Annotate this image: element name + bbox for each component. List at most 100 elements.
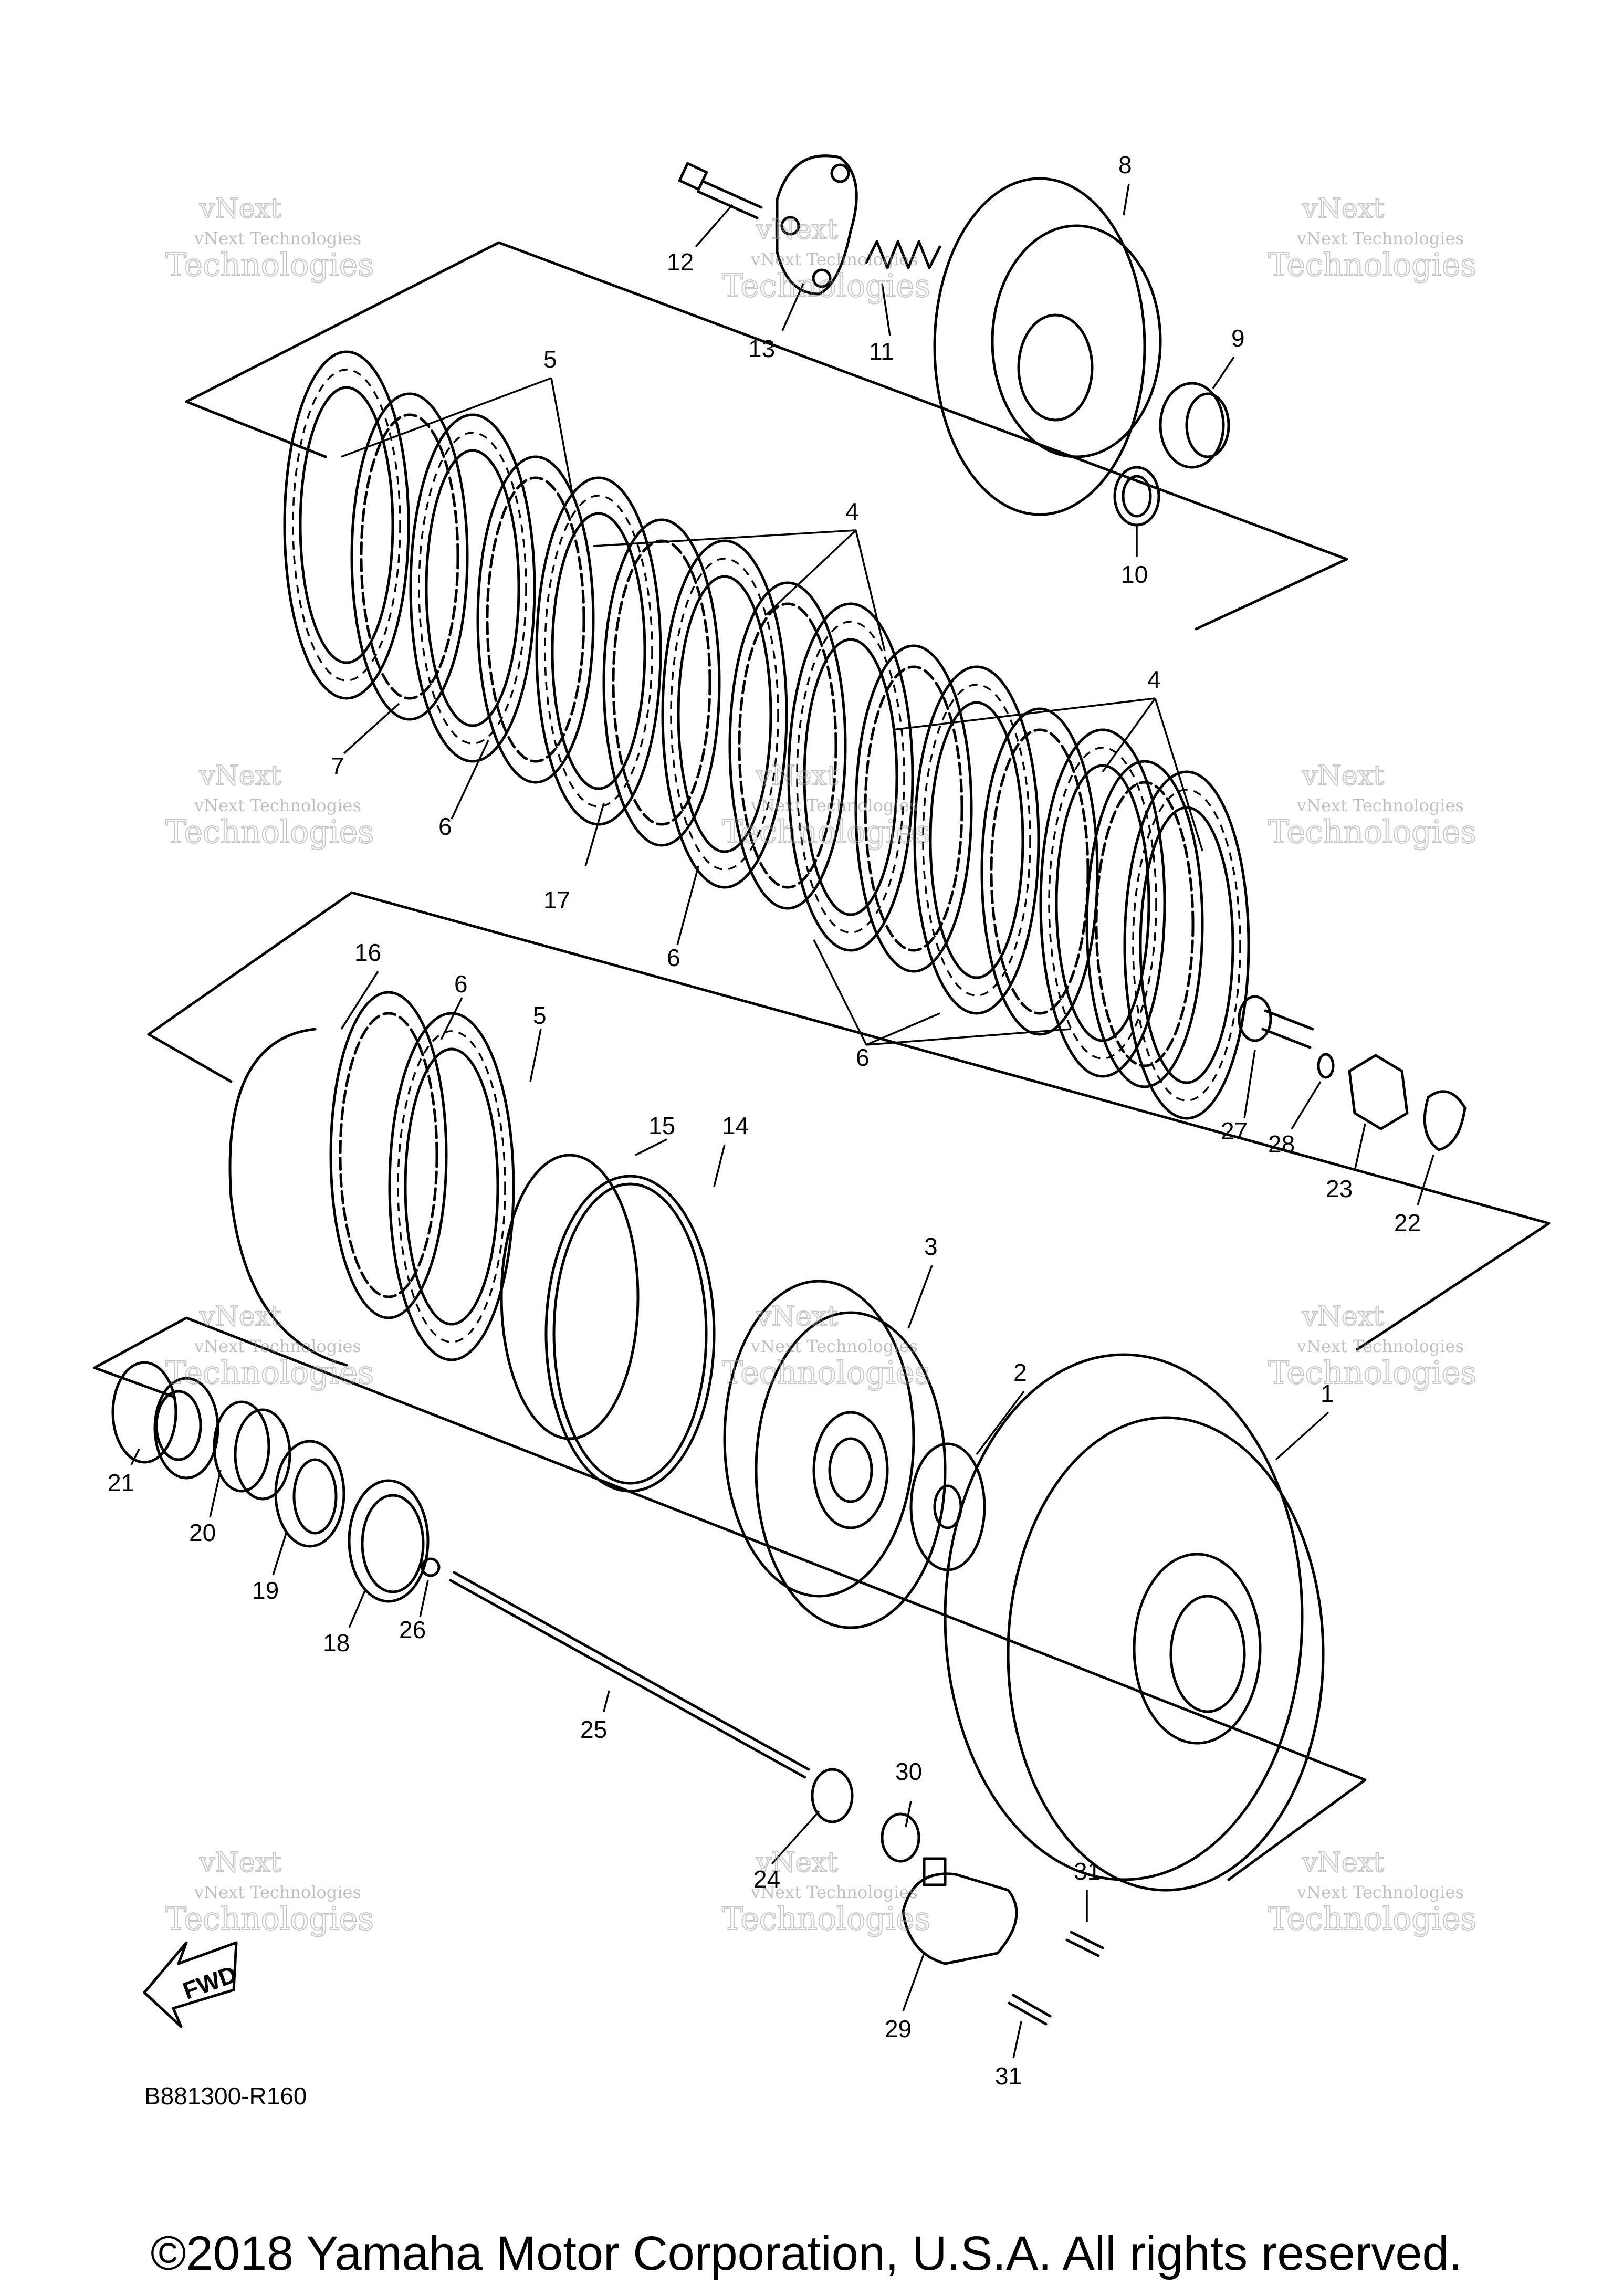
washer-28 bbox=[1317, 1053, 1335, 1079]
watermark: vNext vNext Technologies Technologies bbox=[721, 1301, 931, 1392]
svg-text:vNext Technologies: vNext Technologies bbox=[750, 1336, 918, 1356]
svg-text:vNext: vNext bbox=[1302, 193, 1384, 225]
lever-assembly-29 bbox=[902, 1857, 1018, 1965]
leader-lines bbox=[130, 183, 1434, 2059]
callout-label: 25 bbox=[580, 1716, 607, 1743]
nut-23 bbox=[1348, 1054, 1409, 1130]
svg-text:vNext Technologies: vNext Technologies bbox=[1296, 228, 1464, 248]
svg-text:vNext: vNext bbox=[1302, 1301, 1384, 1333]
callout-label: 30 bbox=[895, 1758, 922, 1785]
svg-text:vNext Technologies: vNext Technologies bbox=[750, 249, 918, 269]
svg-text:vNext Technologies: vNext Technologies bbox=[194, 1336, 361, 1356]
watermark: vNext vNext Technologies Technologies bbox=[165, 1847, 374, 1938]
svg-text:vNext Technologies: vNext Technologies bbox=[194, 228, 361, 248]
svg-text:Technologies: Technologies bbox=[1268, 814, 1476, 851]
callout-label: 21 bbox=[108, 1469, 134, 1496]
watermark: vNext vNext Technologies Technologies bbox=[1268, 193, 1477, 284]
svg-text:Technologies: Technologies bbox=[722, 814, 930, 851]
callout-label: 28 bbox=[1268, 1130, 1295, 1158]
callout-label: 22 bbox=[1394, 1209, 1421, 1236]
callout-label: 20 bbox=[189, 1519, 216, 1546]
bolt-12 bbox=[678, 162, 763, 219]
svg-text:vNext: vNext bbox=[199, 1847, 281, 1879]
primary-driven-gear-1 bbox=[944, 1353, 1325, 1892]
svg-text:vNext: vNext bbox=[199, 760, 281, 792]
callout-label: 1 bbox=[1321, 1380, 1334, 1407]
svg-text:vNext: vNext bbox=[1302, 760, 1384, 792]
svg-text:vNext: vNext bbox=[756, 760, 838, 792]
watermark: vNext vNext Technologies Technologies bbox=[165, 760, 374, 851]
bolt-31b bbox=[1008, 1994, 1052, 2026]
callout-label: 17 bbox=[543, 886, 570, 914]
callout-label: 26 bbox=[399, 1616, 426, 1643]
callout-label: 6 bbox=[438, 813, 452, 840]
ring-14 bbox=[544, 1175, 716, 1493]
callout-label: 2 bbox=[1013, 1359, 1027, 1386]
watermark: vNext vNext Technologies Technologies bbox=[1268, 1847, 1477, 1938]
svg-text:vNext Technologies: vNext Technologies bbox=[1296, 795, 1464, 815]
collar-30 bbox=[881, 1812, 920, 1863]
callout-label: 12 bbox=[667, 248, 694, 276]
callout-label: 6 bbox=[667, 944, 680, 971]
bolt-27 bbox=[1238, 995, 1314, 1049]
callout-label: 19 bbox=[252, 1577, 279, 1604]
callout-label: 29 bbox=[885, 2015, 912, 2042]
callout-label: 5 bbox=[533, 1002, 547, 1029]
spacers-left bbox=[111, 1361, 441, 1603]
svg-text:vNext: vNext bbox=[756, 1301, 838, 1333]
svg-text:Technologies: Technologies bbox=[722, 1355, 930, 1391]
svg-text:Technologies: Technologies bbox=[722, 1901, 930, 1937]
callout-label: 9 bbox=[1231, 324, 1245, 352]
callout-label: 5 bbox=[543, 345, 557, 373]
svg-text:Technologies: Technologies bbox=[165, 814, 374, 851]
callout-label: 24 bbox=[753, 1865, 780, 1893]
watermark: vNext vNext Technologies Technologies bbox=[165, 193, 374, 284]
svg-text:Technologies: Technologies bbox=[1268, 247, 1476, 284]
svg-text:Technologies: Technologies bbox=[1268, 1901, 1476, 1937]
callout-label: 11 bbox=[869, 338, 894, 365]
push-rod-25 bbox=[449, 1571, 810, 1779]
clutch-boss-3 bbox=[723, 1280, 947, 1629]
svg-text:vNext: vNext bbox=[1302, 1847, 1384, 1879]
callout-label: 31 bbox=[1074, 1858, 1101, 1885]
callout-label: 14 bbox=[722, 1112, 749, 1139]
bolt-31a bbox=[1065, 1931, 1104, 1957]
svg-text:Technologies: Technologies bbox=[1268, 1355, 1476, 1391]
lower-frame bbox=[93, 1316, 1367, 1881]
callout-label: 3 bbox=[924, 1233, 938, 1260]
svg-text:vNext Technologies: vNext Technologies bbox=[750, 1882, 918, 1902]
callout-label: 23 bbox=[1326, 1175, 1353, 1202]
svg-text:vNext: vNext bbox=[756, 1847, 838, 1879]
svg-text:Technologies: Technologies bbox=[722, 268, 930, 305]
callout-label: 6 bbox=[856, 1044, 870, 1071]
callout-label: 27 bbox=[1221, 1117, 1248, 1145]
svg-text:Technologies: Technologies bbox=[165, 1901, 374, 1937]
watermark: vNext vNext Technologies Technologies bbox=[721, 760, 931, 851]
watermark: vNext vNext Technologies Technologies bbox=[721, 1847, 931, 1938]
svg-text:vNext: vNext bbox=[199, 1301, 281, 1333]
wire-circlip-16 bbox=[228, 1028, 348, 1367]
clutch-pack-lower bbox=[228, 992, 716, 1493]
svg-text:Technologies: Technologies bbox=[165, 247, 374, 284]
watermark: vNext vNext Technologies Technologies bbox=[1268, 1301, 1477, 1392]
svg-text:vNext: vNext bbox=[199, 193, 281, 225]
callout-label: 15 bbox=[648, 1112, 675, 1139]
oil-seal-10 bbox=[1113, 466, 1160, 527]
svg-text:vNext Technologies: vNext Technologies bbox=[194, 795, 361, 815]
fwd-arrow-icon: FWD bbox=[143, 1941, 240, 2028]
watermark: vNext vNext Technologies Technologies bbox=[1268, 760, 1477, 851]
upper-frame bbox=[185, 241, 1348, 631]
ball-24 bbox=[811, 1768, 854, 1823]
svg-text:vNext Technologies: vNext Technologies bbox=[1296, 1336, 1464, 1356]
callout-label: 16 bbox=[354, 939, 381, 966]
svg-text:vNext Technologies: vNext Technologies bbox=[1296, 1882, 1464, 1902]
svg-text:vNext Technologies: vNext Technologies bbox=[194, 1882, 361, 1902]
callout-numbers: 1 2 3 4 4 4 5 5 6 6 6 6 6 7 8 9 10 11 12… bbox=[108, 151, 1421, 2090]
watermark: vNext vNext Technologies Technologies bbox=[721, 214, 931, 305]
copyright-notice: ©2018 Yamaha Motor Corporation, U.S.A. A… bbox=[150, 2227, 1463, 2280]
bearing-9 bbox=[1159, 382, 1230, 469]
drawing-code: B881300-R160 bbox=[144, 2082, 307, 2110]
callout-label: 4 bbox=[1147, 666, 1161, 693]
pressure-plate-8 bbox=[933, 177, 1162, 516]
